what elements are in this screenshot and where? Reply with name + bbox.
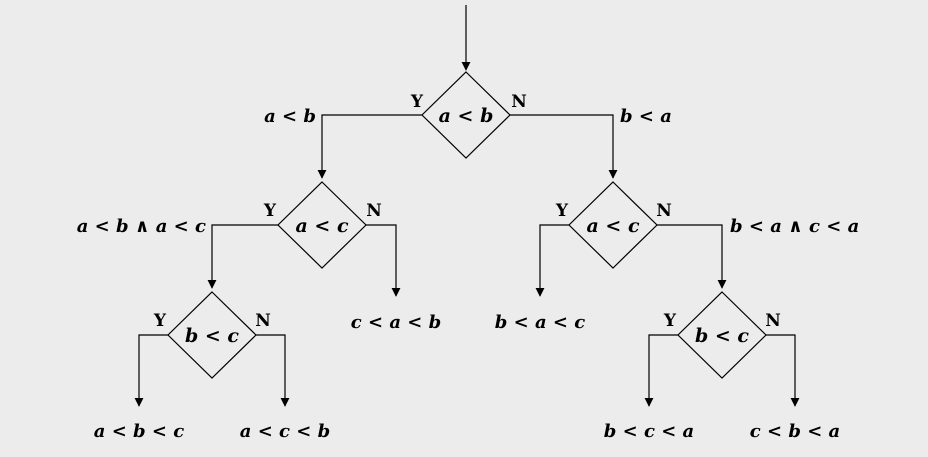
rightright-yes-edge [644, 334, 678, 407]
decision-diamond [568, 181, 658, 269]
yes-label: Y [663, 311, 677, 331]
result-leftleft-yes: a < b < c [94, 421, 184, 442]
decision-diamond [167, 291, 257, 379]
yes-label: Y [153, 311, 167, 331]
right-yes-edge [535, 224, 569, 297]
left-yes-edge-label: a < b ∧ a < c [77, 216, 206, 237]
decision-diamond [677, 291, 767, 379]
decision-root: a < b Y N [410, 71, 527, 159]
yes-label: Y [555, 201, 569, 221]
result-rightright-yes: b < c < a [604, 421, 694, 442]
no-label: N [765, 311, 781, 331]
root-no-edge [510, 114, 618, 179]
root-yes-edge [317, 114, 422, 179]
decision-leftleft: b < c Y N [153, 291, 271, 379]
condition-label: a < c [295, 215, 348, 237]
decision-diamond [421, 71, 511, 159]
no-label: N [255, 311, 271, 331]
left-yes-edge [207, 224, 278, 289]
yes-label: Y [410, 92, 424, 112]
leftleft-yes-edge [134, 334, 168, 407]
no-label: N [366, 201, 382, 221]
decision-rightright: b < c Y N [663, 291, 781, 379]
condition-label: a < b [439, 105, 494, 127]
condition-label: b < c [185, 325, 239, 347]
yes-label: Y [263, 201, 277, 221]
result-leftleft-no: a < c < b [240, 421, 330, 442]
result-right-yes: b < a < c [495, 312, 585, 333]
no-label: N [656, 201, 672, 221]
result-left-no: c < a < b [351, 312, 441, 333]
root-yes-edge-label: a < b [264, 106, 316, 127]
leftleft-no-edge [256, 334, 290, 407]
left-no-edge [366, 224, 401, 297]
right-no-edge-label: b < a ∧ c < a [730, 216, 859, 237]
right-no-edge [657, 224, 727, 289]
rightright-no-edge [766, 334, 800, 407]
root-no-edge-label: b < a [620, 106, 672, 127]
condition-label: a < c [586, 215, 639, 237]
no-label: N [511, 92, 527, 112]
decision-right: a < c Y N [555, 181, 672, 269]
condition-label: b < c [695, 325, 749, 347]
decision-left: a < c Y N [263, 181, 382, 269]
decision-diamond [277, 181, 367, 269]
result-rightright-no: c < b < a [750, 421, 840, 442]
